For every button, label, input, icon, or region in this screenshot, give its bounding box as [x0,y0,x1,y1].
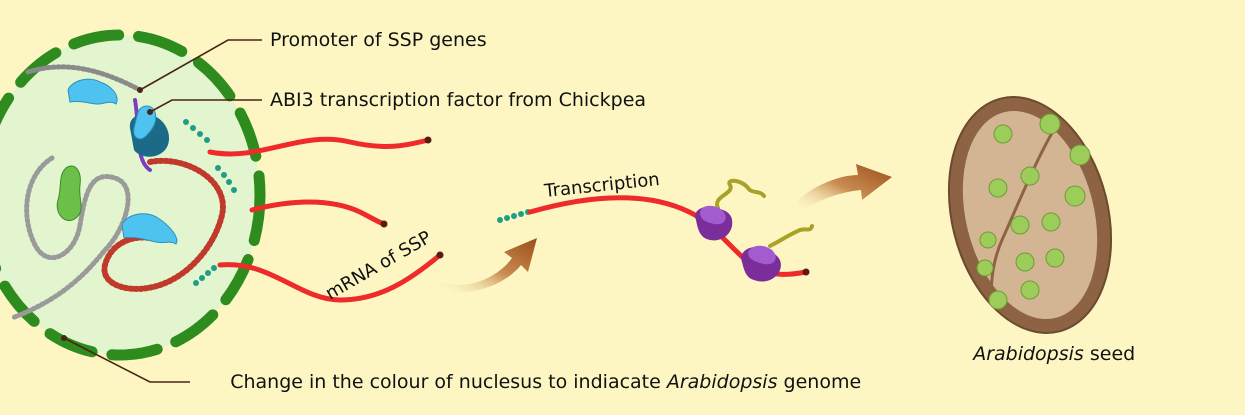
mrna-end-1 [424,136,432,144]
seed-protein-bodies [976,113,1091,310]
mrna-strand-3 [217,252,443,303]
polypeptide-2 [768,224,814,248]
leader-nucleus [63,337,190,383]
dna-strand-red [101,157,226,292]
label-nucleus-italic: Arabidopsis [665,371,778,393]
leader-abi3 [149,99,262,113]
label-nucleus-pre: Change in the colour of nuclesus to indi… [230,371,667,393]
tf-green [56,165,82,222]
mrna-end-2 [380,220,388,228]
tf-blue-mid [121,213,178,245]
translation-mrna-end [802,268,810,276]
ribosome-2 [741,245,781,282]
arabidopsis-seed-illustration [947,96,1113,334]
mrna-strands [207,136,444,303]
tf-blue-top [67,78,118,105]
label-seed: Arabidopsis seed [943,343,1153,365]
dna-strand-top [25,64,143,93]
nucleus-membrane [0,29,266,361]
arrow-to-translation [440,238,537,293]
mrna-strand-2 [249,199,387,227]
arrow-to-seed [798,164,892,212]
label-abi3: ABI3 transcription factor from Chickpea [270,89,646,111]
label-nucleus: Change in the colour of nuclesus to indi… [200,371,879,393]
leader-lines [61,39,262,383]
leader-promoter [139,39,262,91]
mrna-strand-1 [207,136,431,157]
mrna-cap-beads [183,119,531,286]
seed-cotyledon-divide [990,119,1062,301]
polypeptide-1 [715,178,766,210]
label-nucleus-post: genome [777,371,861,393]
dna-strand-left [9,155,131,321]
ribosome-1 [695,205,733,241]
translation-complex [527,178,814,282]
transcription-factors [56,78,178,245]
label-seed-italic: Arabidopsis [971,343,1084,365]
mrna-end-3 [436,251,444,259]
label-promoter: Promoter of SSP genes [270,29,487,51]
seed-inner [962,110,1098,320]
label-seed-rest: seed [1084,343,1135,365]
